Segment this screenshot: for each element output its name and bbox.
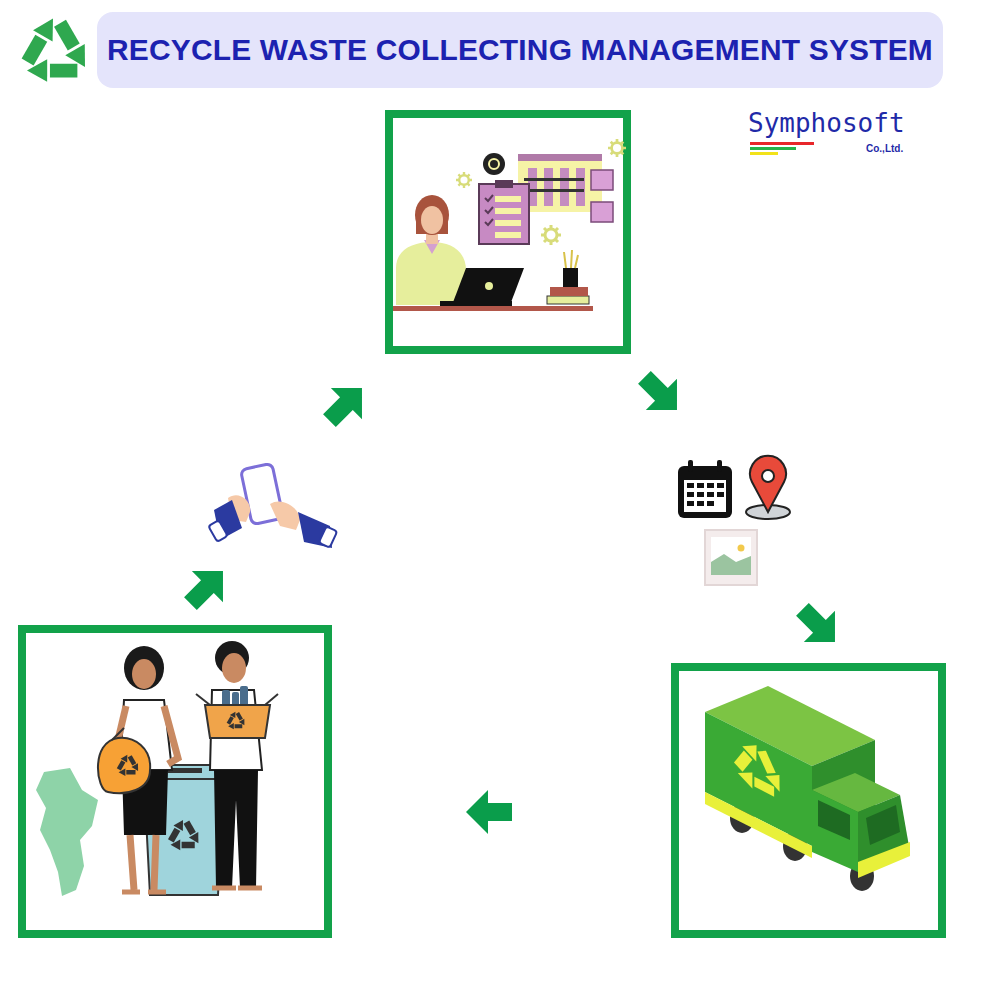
- company-logo: Symphosoft: [748, 108, 905, 138]
- title: RECYCLE WASTE COLLECTING MANAGEMENT SYST…: [107, 33, 933, 67]
- people-illustration: [36, 641, 278, 896]
- title-bar: RECYCLE WASTE COLLECTING MANAGEMENT SYST…: [97, 12, 943, 88]
- phone-hands: [208, 463, 337, 548]
- recycle-icon: [15, 19, 85, 93]
- company-suffix: Co.,Ltd.: [866, 143, 903, 154]
- schedule-icons: [678, 456, 790, 585]
- frame: [22, 114, 942, 934]
- office-illustration: [393, 139, 626, 311]
- title-pill: [97, 12, 943, 88]
- truck-illustration: [705, 686, 910, 891]
- logo-bars: [750, 142, 814, 155]
- flow-arrow: [175, 362, 851, 834]
